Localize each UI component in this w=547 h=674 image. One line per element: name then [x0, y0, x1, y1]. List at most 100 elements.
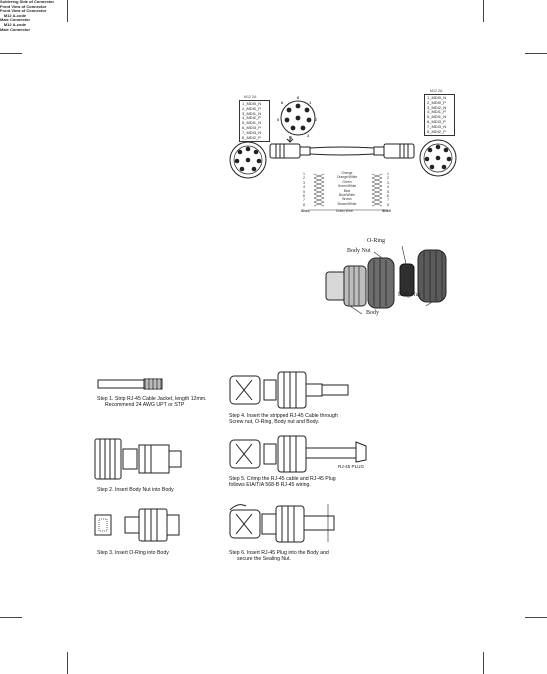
- m12-left-label: M12 A-code Male Connector: [0, 12, 31, 23]
- svg-text:8: 8: [297, 95, 300, 100]
- wire-pin-numbers-right: 1 2 3 4 5 6 7 8: [387, 172, 389, 207]
- step-line: Screw nut, O-Ring, Body nut and Body.: [229, 419, 320, 426]
- step5-text: Step 5. Crimp the RJ-45 cable and RJ-45 …: [229, 476, 336, 489]
- wire-pin-numbers-left: 1 2 3 4 5 6 7 8: [303, 172, 305, 207]
- step6-drawing: [229, 504, 335, 543]
- step3-text: Step 3. Insert O-Ring into Body: [97, 550, 169, 556]
- wire-color: Orange: [341, 171, 353, 175]
- front-view-connector-right-drawing: [419, 139, 457, 177]
- pin-row: 1_MDI0_N: [242, 101, 262, 106]
- crop-mark: [0, 617, 22, 618]
- pin-number: 5: [303, 189, 305, 194]
- step-line: Step 5. Crimp the RJ-45 cable and RJ-45 …: [229, 476, 336, 482]
- step-line: Recommend 24 AWG UPT or STP: [105, 402, 185, 409]
- svg-text:6: 6: [281, 100, 284, 105]
- wiring-diagram: M12 2A 1_MDI0_N 2_MDI0_P 3_MDI1_N 4_MDI2…: [0, 0, 547, 213]
- pin-table-left: 1_MDI0_N 2_MDI0_P 3_MDI1_N 4_MDI2_P 5_MD…: [239, 100, 270, 143]
- pin-row: 4_MDI1_P: [427, 109, 446, 115]
- pin-number: 7: [303, 198, 305, 203]
- drain-wire-label: Drain Wire: [336, 209, 353, 213]
- pin-row: 7_MDI3_N: [242, 129, 262, 135]
- wire-color: Green/White: [337, 184, 357, 189]
- pin-number: 6: [303, 194, 305, 199]
- svg-text:2: 2: [315, 117, 318, 122]
- pin-number: 3: [303, 180, 305, 185]
- step5-drawing: [229, 435, 367, 473]
- pin-row: 4_MDI2_P: [242, 115, 261, 121]
- pin-table-left-header: M12 2A: [244, 95, 257, 99]
- crop-mark: [525, 617, 547, 618]
- pin-row: 5_MDI1_N: [242, 120, 262, 126]
- wire-color: Brown: [342, 197, 352, 202]
- cable-assembly-drawing: [269, 143, 415, 159]
- soldering-side-label: Soldering Side of Connector: [0, 0, 55, 4]
- wire-colors: Orange Orange/White Green Green/White Bl…: [334, 171, 360, 206]
- pin-number: 1: [303, 172, 305, 176]
- step-line: Step 2. Insert Body Nut into Body: [97, 487, 174, 493]
- pin-row: 6_MDI3_P: [242, 124, 261, 130]
- step6-text: Step 6. Insert RJ-45 Plug into the Body …: [229, 550, 329, 563]
- step-line: follows EIA/TIA 568-B RJ-45 wiring.: [229, 482, 311, 489]
- pin-row: 3_MDI2_N: [427, 104, 447, 110]
- pin-number: 1: [387, 172, 389, 176]
- step2-drawing: [94, 438, 182, 480]
- pin-number: 4: [387, 185, 389, 190]
- svg-text:3: 3: [307, 133, 310, 138]
- step4-drawing: [229, 371, 349, 409]
- wire-color: Blue: [343, 188, 351, 193]
- crop-mark: [483, 0, 484, 22]
- wire-color: Green: [342, 179, 352, 184]
- step3-drawing: [94, 508, 180, 542]
- crop-mark: [483, 652, 484, 674]
- pin-row: 1_MDI0_N: [427, 95, 447, 100]
- pin-table-right: 1_MDI0_N 2_MDI0_P 3_MDI2_N 4_MDI1_P 5_MD…: [424, 94, 455, 137]
- step-line: Step 6. Insert RJ-45 Plug into the Body …: [229, 550, 329, 556]
- front-view-right-label: Front View of Connector: [0, 8, 47, 14]
- step-line: secure the Sealing Nut.: [237, 556, 291, 563]
- assembly-exploded-drawing: [325, 245, 447, 315]
- pin-row: 5_MDI1_N: [427, 114, 447, 120]
- pin-number: 2: [387, 176, 389, 181]
- pin-number: 4: [303, 185, 305, 190]
- pin-number: 6: [387, 194, 389, 199]
- o-ring-label: O-Ring: [367, 238, 385, 244]
- crop-mark: [0, 53, 22, 54]
- step-line: Step 3. Insert O-Ring into Body: [97, 550, 169, 556]
- pin-number: 2: [303, 176, 305, 181]
- pin-number: 3: [387, 180, 389, 185]
- pin-row: 2_MDI0_P: [427, 99, 446, 105]
- body-label: Body: [366, 310, 380, 316]
- crop-mark: [525, 53, 547, 54]
- wire-color: Brown/White: [337, 201, 357, 206]
- step1-text: Step 1. Strip RJ-45 Cable Jacket, length…: [97, 396, 207, 409]
- step1-drawing: [97, 378, 163, 390]
- svg-text:5: 5: [277, 117, 280, 122]
- crop-mark: [67, 652, 68, 674]
- wire-color: Orange/White: [336, 175, 358, 180]
- rj45-plug-label: RJ-45 PLUG: [338, 464, 365, 469]
- step-line: Step 4. Insert the stripped RJ-45 Cable …: [229, 413, 338, 419]
- crop-mark: [67, 0, 68, 22]
- pin-row: 8_MDI2_P: [427, 128, 446, 134]
- pin-number: 8: [303, 202, 305, 207]
- pin-row: 8_MDI2_P: [242, 134, 261, 140]
- pin-row: 7_MDI3_N: [427, 123, 447, 129]
- pin-row: 3_MDI1_N: [242, 110, 262, 116]
- soldering-side-connector-drawing: 8 1 2 3 4 5 6: [277, 95, 318, 143]
- shell-right-label: Shell: [382, 209, 391, 213]
- m12-right-label: M12 A-code Male Connector: [0, 21, 31, 32]
- pin-number: 8: [387, 202, 389, 207]
- pin-number: 5: [387, 189, 389, 194]
- step2-text: Step 2. Insert Body Nut into Body: [97, 487, 174, 493]
- body-nut-label: Body Nut: [347, 248, 371, 254]
- step-line: Step 1. Strip RJ-45 Cable Jacket, length…: [97, 396, 207, 402]
- wire-color: Blue/White: [339, 193, 355, 198]
- step4-text: Step 4. Insert the stripped RJ-45 Cable …: [229, 413, 338, 426]
- wiring-crossover-drawing: [310, 173, 388, 211]
- front-view-left-label: Front View of Connector: [0, 3, 47, 9]
- svg-text:1: 1: [309, 100, 312, 105]
- front-view-connector-left-drawing: [229, 141, 267, 179]
- pin-number: 7: [387, 198, 389, 203]
- pin-table-right-header: M12 2A: [430, 89, 443, 93]
- pin-row: 2_MDI0_P: [242, 105, 261, 111]
